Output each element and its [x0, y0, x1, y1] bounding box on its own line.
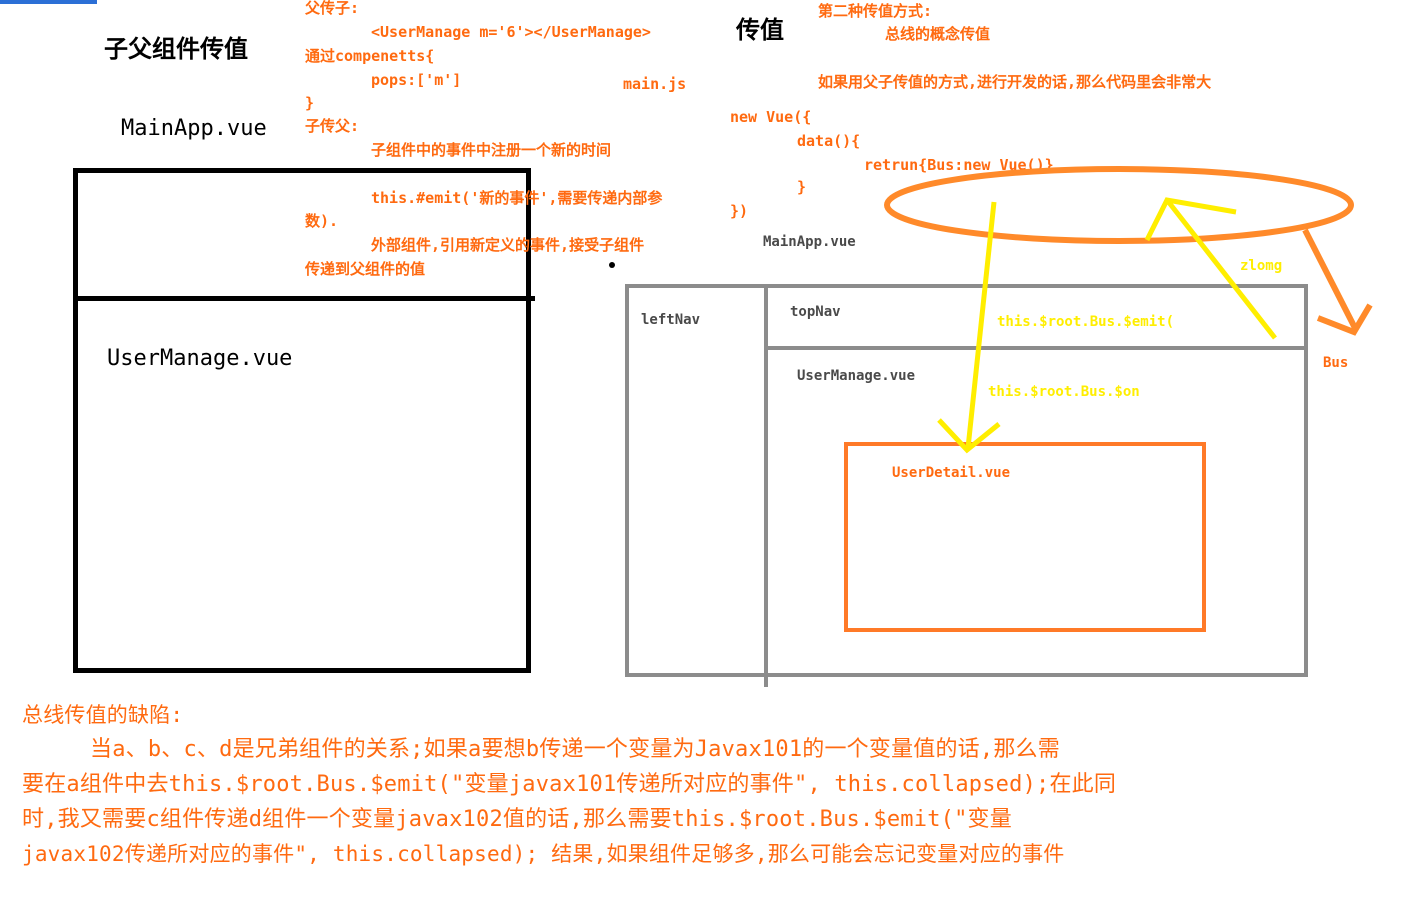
p2c-line4: }: [305, 94, 315, 112]
usermanage-diagram-label: UserManage.vue: [797, 368, 916, 384]
bus-arrow-head: [1316, 303, 1373, 336]
mainjs-line4: }: [797, 178, 807, 196]
c2p-line5: 传递到父组件的值: [305, 260, 426, 278]
c2p-line1: 子组件中的事件中注册一个新的时间: [371, 141, 612, 159]
bus-label: Bus: [1323, 355, 1349, 371]
heading-left: 子父组件传值: [104, 35, 248, 63]
mainjs-file: main.js: [623, 75, 687, 93]
bus-arrow-shaft: [1302, 228, 1359, 332]
emit-arrow-head: [1144, 197, 1237, 242]
bus-ellipse: [884, 166, 1354, 244]
on-text: this.$root.Bus.$on: [988, 384, 1140, 400]
topnav-divider: [764, 346, 1308, 350]
on-arrow-shaft: [965, 201, 997, 449]
c2p-line2: this.#emit('新的事件',需要传递内部参: [371, 189, 663, 207]
defects-line4: javax102传递所对应的事件", this.collapsed); 结果,如…: [22, 842, 1065, 866]
p2c-title: 父传子:: [305, 0, 360, 17]
mainjs-line2: data(){: [797, 132, 861, 150]
mainjs-line5: }): [730, 202, 749, 220]
diagram-mainapp-label: MainApp.vue: [763, 234, 856, 250]
emit-text: this.$root.Bus.$emit(: [997, 314, 1175, 330]
method2-subtitle: 总线的概念传值: [885, 25, 991, 43]
method2-title: 第二种传值方式:: [818, 2, 933, 20]
defects-line1: 当a、b、c、d是兄弟组件的关系;如果a要想b传递一个变量为Javax101的一…: [90, 737, 1060, 762]
ink-dot: [609, 262, 615, 268]
mainapp-box: [73, 168, 531, 673]
zlong-text: zlomg: [1240, 258, 1283, 274]
p2c-line3: pops:['m']: [371, 71, 462, 89]
c2p-line3: 数).: [305, 212, 339, 230]
c2p-title: 子传父:: [305, 117, 360, 135]
on-arrow-head: [937, 418, 1001, 454]
emit-arrow-shaft: [1165, 198, 1277, 340]
selection-tab-marker: [0, 0, 97, 4]
leftnav-label: leftNav: [641, 312, 701, 328]
method2-note: 如果用父子传值的方式,进行开发的话,那么代码里会非常大: [818, 73, 1212, 91]
p2c-line2: 通过compenetts{: [305, 47, 435, 65]
mainapp-label: MainApp.vue: [121, 116, 267, 141]
p2c-line1: <UserManage m='6'></UserManage>: [371, 23, 651, 41]
userdetail-box: [844, 442, 1206, 632]
userdetail-label: UserDetail.vue: [892, 465, 1011, 481]
usermanage-label: UserManage.vue: [107, 346, 293, 371]
mainapp-divider: [73, 296, 535, 301]
mainjs-line1: new Vue({: [730, 108, 812, 126]
mainjs-line3: retrun{Bus:new Vue()}: [864, 156, 1054, 174]
defects-line3: 时,我又需要c组件传递d组件一个变量javax102值的话,那么需要this.$…: [22, 807, 1012, 832]
layout-outer-box: [625, 284, 1308, 677]
leftnav-divider: [764, 284, 768, 687]
defects-title: 总线传值的缺陷:: [22, 703, 184, 727]
defects-line2: 要在a组件中去this.$root.Bus.$emit("变量javax101传…: [22, 772, 1117, 797]
heading-mid: 传值: [736, 16, 784, 44]
c2p-line4: 外部组件,引用新定义的事件,接受子组件: [371, 236, 645, 254]
topnav-label: topNav: [790, 304, 841, 320]
